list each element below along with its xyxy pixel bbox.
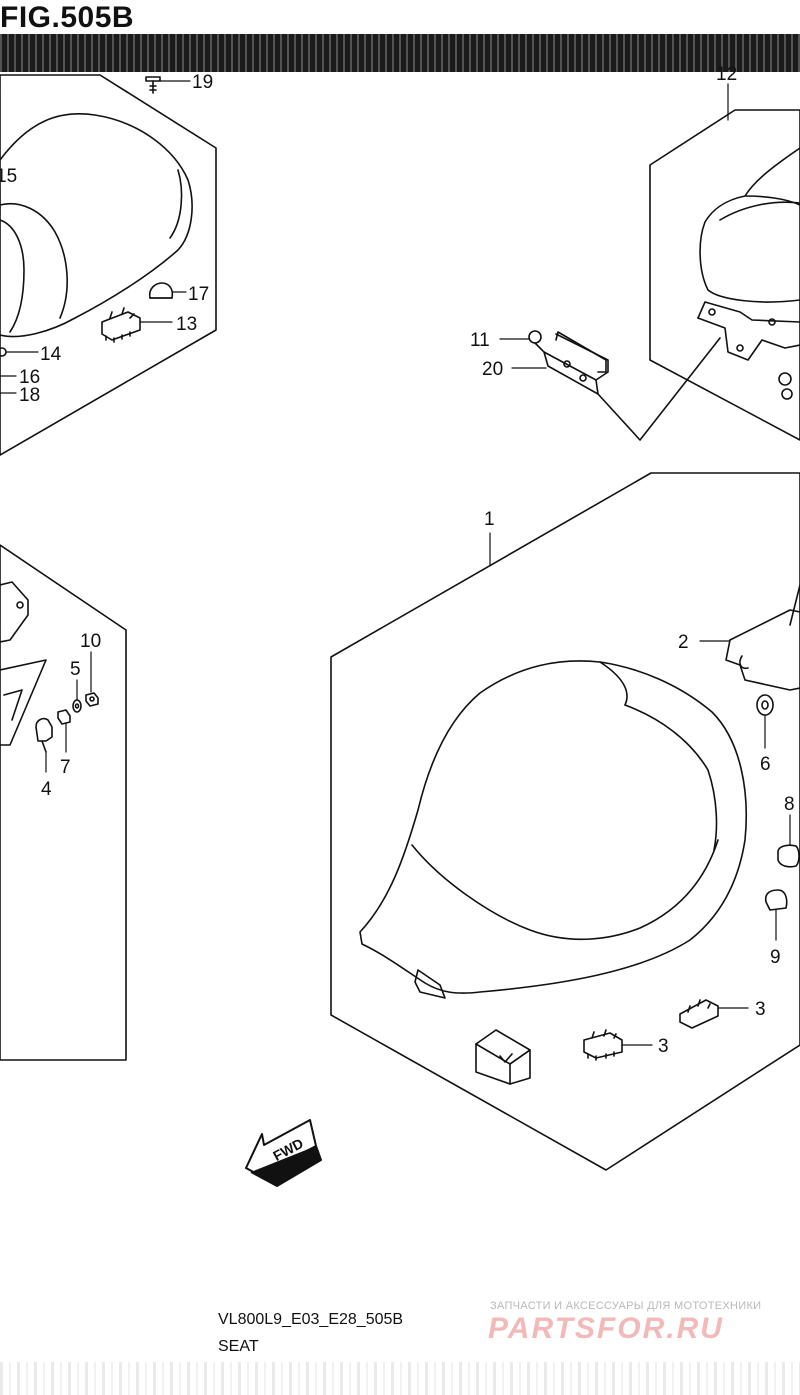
backrest-part <box>699 147 800 303</box>
seat-bracket-2 <box>725 584 800 691</box>
bolt-14 <box>0 347 7 357</box>
callout-9: 9 <box>770 947 781 968</box>
callout-19: 19 <box>192 72 213 93</box>
callout-17: 17 <box>188 284 209 305</box>
assembly-line-backrest <box>597 337 721 441</box>
callout-labels: 19 15 17 13 14 16 18 12 11 20 1 2 6 8 9 … <box>0 64 795 1057</box>
backrest-bracket <box>697 301 800 361</box>
left-bracket-part <box>0 581 47 746</box>
callout-8: 8 <box>784 794 795 815</box>
callout-4: 4 <box>41 779 52 800</box>
main-seat-group-outline <box>330 472 800 1171</box>
screw-19 <box>145 76 161 94</box>
tool-box <box>475 1029 531 1085</box>
cushion-9 <box>764 889 788 911</box>
callout-18: 18 <box>19 385 40 406</box>
bolt-11 <box>528 330 544 352</box>
cushion-17 <box>148 282 174 299</box>
washer-backrest <box>778 372 792 386</box>
callout-3b: 3 <box>658 1036 669 1057</box>
washer-5 <box>72 699 82 713</box>
main-seat-part <box>359 660 748 999</box>
watermark-tagline: ЗАПЧАСТИ И АКСЕССУАРЫ ДЛЯ МОТОТЕХНИКИ <box>490 1300 762 1312</box>
clip-3a <box>679 999 719 1029</box>
clip-3b <box>583 1029 623 1061</box>
callout-16: 16 <box>19 367 40 388</box>
callout-12: 12 <box>716 64 737 85</box>
bottom-noise-strip <box>0 1362 800 1395</box>
washer-6 <box>756 694 774 716</box>
callout-1: 1 <box>484 509 495 530</box>
collar-7 <box>57 709 71 725</box>
section-name: SEAT <box>218 1338 259 1355</box>
callout-20: 20 <box>482 359 503 380</box>
backrest-group-outline <box>649 109 800 441</box>
bolt-4 <box>35 717 53 753</box>
title-bar <box>0 34 800 72</box>
rear-seat-group-outline <box>0 74 217 456</box>
handle-bracket-20 <box>543 331 609 395</box>
clip-13 <box>101 307 141 343</box>
fwd-arrow: FWD <box>245 1119 322 1187</box>
callout-7: 7 <box>60 757 71 778</box>
callout-6: 6 <box>760 754 771 775</box>
watermark-logo: PARTSFOR.RU <box>488 1312 724 1345</box>
callout-5: 5 <box>70 659 81 680</box>
leader-lines <box>0 80 791 1046</box>
callout-13: 13 <box>176 314 197 335</box>
callout-15: 15 <box>0 166 17 187</box>
rear-seat-part <box>0 113 193 338</box>
callout-3a: 3 <box>755 999 766 1020</box>
callout-2: 2 <box>678 632 689 653</box>
callout-11: 11 <box>470 330 490 351</box>
nut-10 <box>85 692 99 707</box>
figure-title: FIG.505B <box>0 1 135 34</box>
bracket-group-outline <box>0 544 127 1061</box>
callout-14: 14 <box>40 344 62 365</box>
model-code: VL800L9_E03_E28_505B <box>218 1311 404 1328</box>
nut-backrest <box>781 388 793 400</box>
callout-10: 10 <box>80 631 101 652</box>
cushion-8 <box>777 844 800 868</box>
